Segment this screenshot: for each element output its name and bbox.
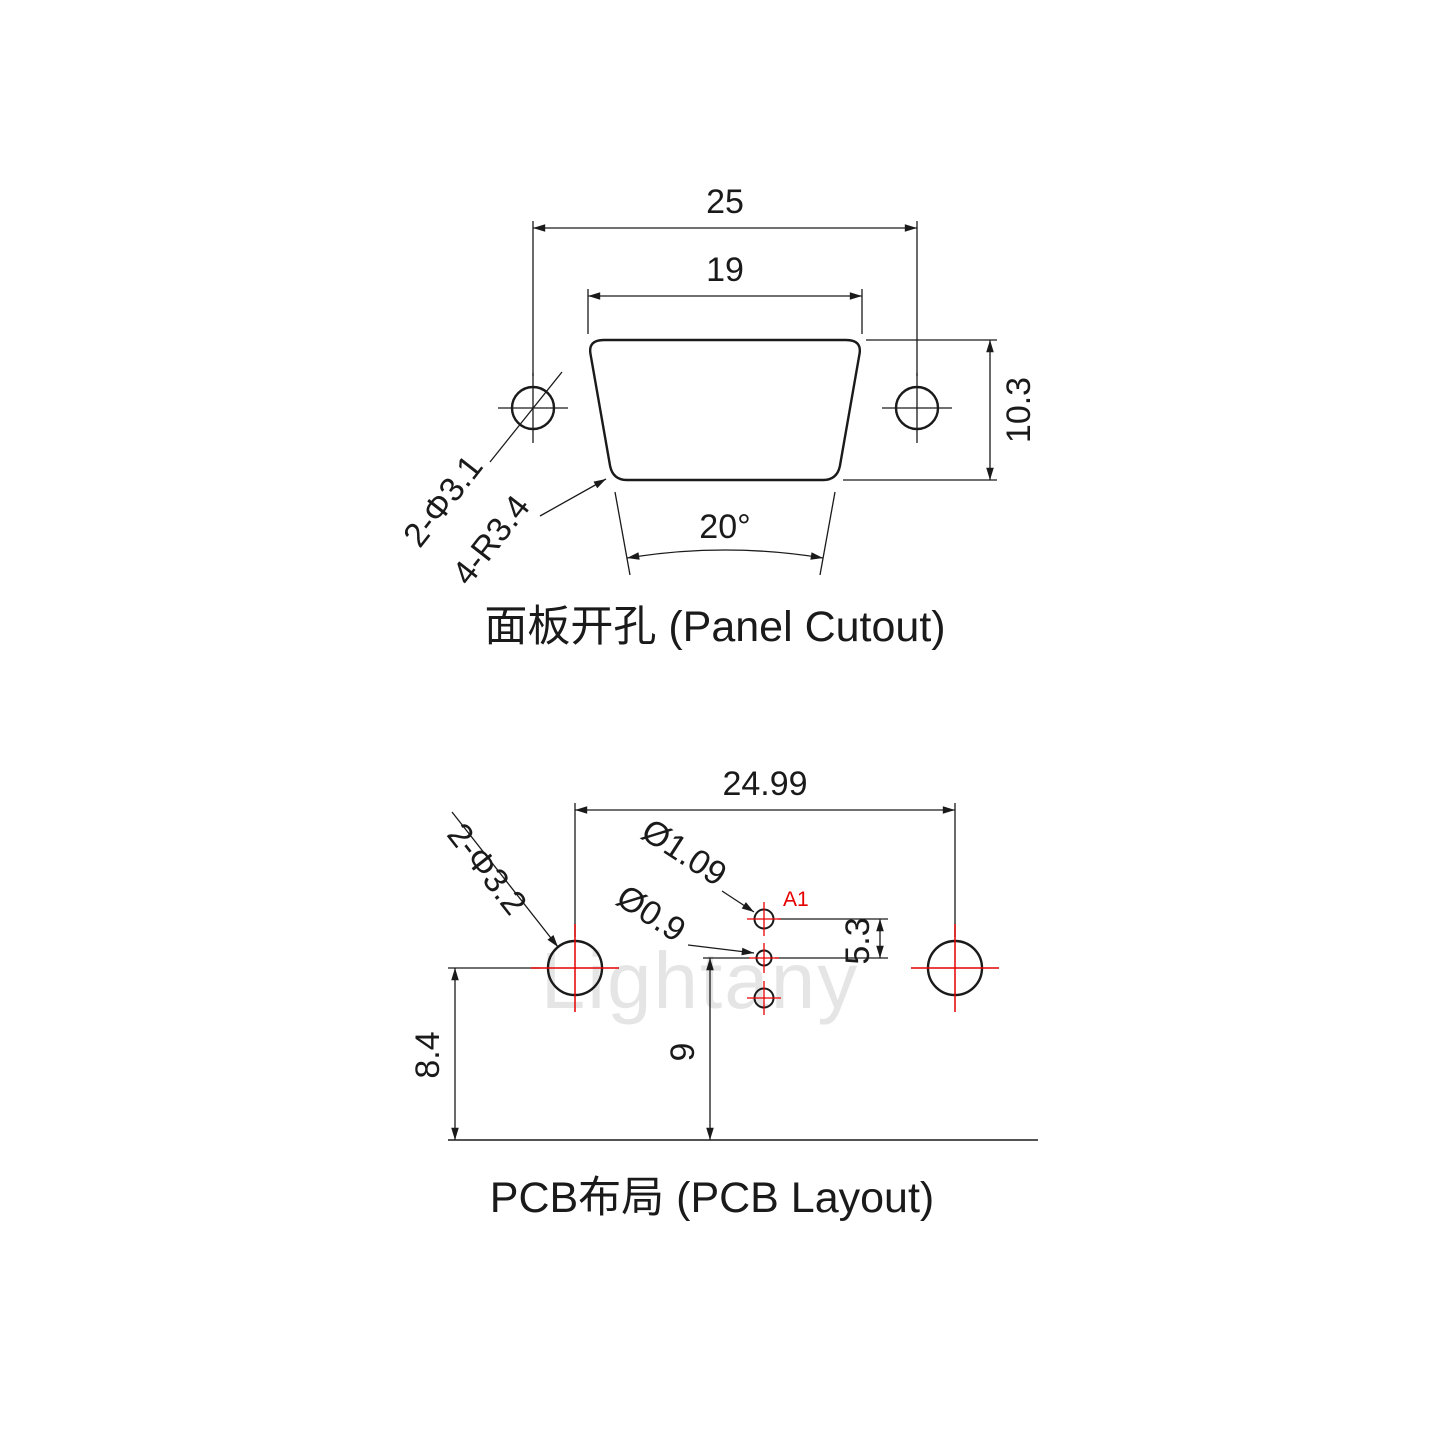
pcb-layout-title: PCB布局 (PCB Layout) bbox=[490, 1174, 934, 1222]
panel-cutout-title: 面板开孔 (Panel Cutout) bbox=[484, 603, 945, 651]
dim-text-angle: 20° bbox=[699, 508, 750, 546]
angle-arc bbox=[626, 549, 824, 560]
angle-extension-line bbox=[819, 491, 836, 576]
note-mount-hole-dia: 2-Φ3.2 bbox=[439, 816, 533, 922]
watermark: Lightany bbox=[541, 936, 859, 1025]
pcb-layout-view: Lightany 24.99 2-Φ3.2 8.4 Ø1.09 Ø0.9 5.3 bbox=[409, 765, 1038, 1222]
leader-line bbox=[539, 478, 607, 517]
d-sub-cutout-outline bbox=[588, 338, 862, 482]
leader-line bbox=[451, 811, 559, 948]
angle-extension-line bbox=[614, 491, 631, 576]
dim-text-hole-offset: 8.4 bbox=[409, 1031, 447, 1078]
panel-cutout-view: 25 19 10.3 20° 2-Φ3.1 4-R3.4 面板开 bbox=[396, 183, 1038, 651]
dim-text-cutout-height: 10.3 bbox=[1000, 377, 1038, 443]
red-crosshairs bbox=[531, 902, 999, 1015]
dim-text-pin-pitch: 5.3 bbox=[839, 917, 877, 964]
dim-text-pin-row-offset: 9 bbox=[664, 1043, 702, 1062]
leader-line bbox=[687, 944, 755, 956]
dim-text-cutout-width: 19 bbox=[706, 251, 744, 289]
pin-label-a1: A1 bbox=[783, 888, 809, 911]
leader-line bbox=[489, 371, 563, 463]
dim-text-outer-width: 25 bbox=[706, 183, 744, 221]
note-pin-dia-a1: Ø1.09 bbox=[635, 812, 733, 894]
leader-line bbox=[721, 890, 755, 913]
dim-text-hole-spacing: 24.99 bbox=[722, 765, 807, 803]
